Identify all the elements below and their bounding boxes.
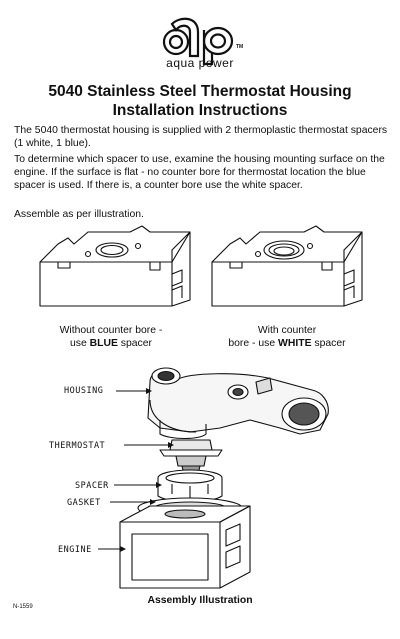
label-thermostat: THERMOSTAT (49, 441, 106, 451)
trademark: TM (236, 44, 244, 50)
caption-right-color: WHITE (278, 338, 312, 349)
caption-left-pre: use (69, 338, 90, 349)
caption-right-post: spacer (311, 338, 346, 349)
housing-block-left-illustration (39, 225, 191, 307)
caption-right-pre: bore - use (228, 338, 279, 349)
document-title: 5040 Stainless Steel Thermostat Housing … (0, 82, 400, 120)
spacer-paragraph: To determine which spacer to use, examin… (14, 154, 385, 191)
caption-left-post: spacer (117, 338, 152, 349)
title-line-2: Installation Instructions (112, 102, 288, 119)
assembly-illustration (119, 367, 329, 589)
caption-right-line-1: With counter (257, 325, 317, 336)
caption-left-color: BLUE (89, 338, 118, 349)
caption-left-line-1: Without counter bore - (59, 325, 163, 336)
aqua-power-logo (162, 17, 234, 66)
document-code: N-1559 (13, 604, 33, 610)
title-line-1: 5040 Stainless Steel Thermostat Housing (48, 83, 352, 100)
assemble-paragraph: Assemble as per illustration. (14, 209, 144, 220)
caption-with-counter-bore: With counter bore - use WHITE spacer (212, 324, 362, 350)
intro-paragraph: The 5040 thermostat housing is supplied … (14, 125, 388, 149)
label-gasket: GASKET (67, 498, 101, 508)
label-housing: HOUSING (64, 386, 104, 396)
leader-lines (98, 390, 168, 550)
label-spacer: SPACER (75, 481, 109, 491)
assembly-caption: Assembly Illustration (147, 595, 253, 606)
caption-without-counter-bore: Without counter bore - use BLUE spacer (36, 324, 186, 350)
label-engine: ENGINE (58, 545, 92, 555)
brand-name: aqua power (166, 56, 234, 70)
caption-left-line-2: use BLUE spacer (36, 337, 186, 350)
housing-block-right-illustration (211, 225, 363, 307)
caption-right-line-2: bore - use WHITE spacer (212, 337, 362, 350)
